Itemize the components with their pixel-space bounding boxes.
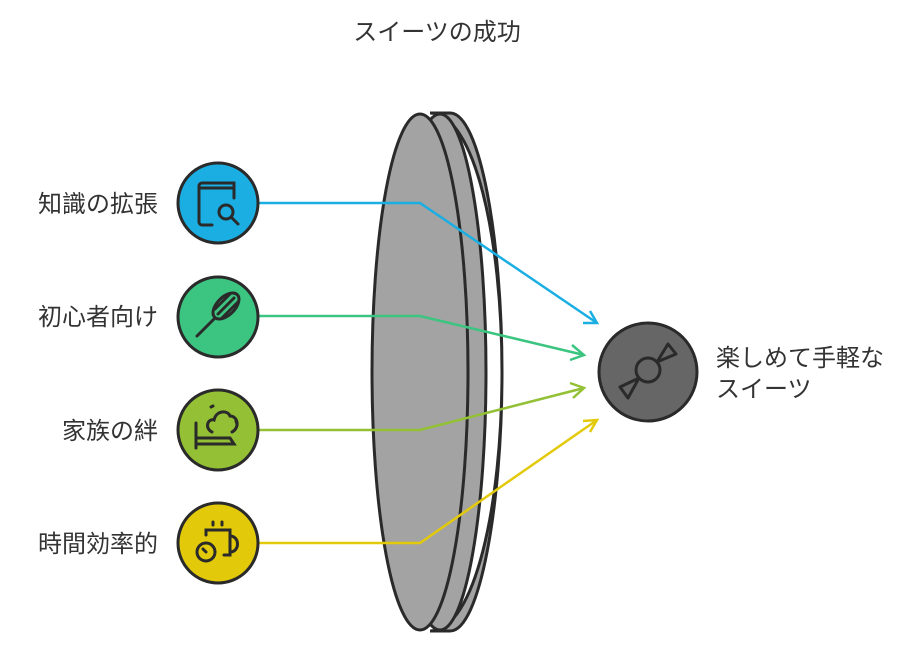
connector-4 [258, 418, 600, 545]
diagram-title: スイーツの成功 [353, 18, 521, 46]
input-label: 知識の拡張 [38, 190, 158, 218]
whisk-icon [195, 291, 241, 338]
input-time: 時間効率的 [38, 501, 260, 585]
coffee-timer-icon [195, 520, 239, 563]
connector-1 [258, 201, 600, 325]
input-label: 家族の絆 [62, 417, 158, 445]
candy-icon [618, 342, 678, 400]
input-family: 家族の絆 [62, 388, 260, 472]
input-knowledge: 知識の拡張 [38, 161, 260, 245]
connector-2 [258, 314, 587, 362]
lens [370, 111, 504, 633]
steaming-dish-icon [194, 404, 239, 450]
input-label: 時間効率的 [38, 530, 158, 558]
output-label-line-1: 楽しめて手軽な [716, 344, 884, 372]
input-beginner: 初心者向け [38, 275, 260, 359]
output-node: 楽しめて手軽な スイーツ [597, 321, 884, 423]
input-label: 初心者向け [38, 303, 158, 331]
output-label-line-2: スイーツ [716, 375, 812, 403]
connector-3 [258, 381, 587, 432]
book-search-icon [197, 181, 240, 227]
